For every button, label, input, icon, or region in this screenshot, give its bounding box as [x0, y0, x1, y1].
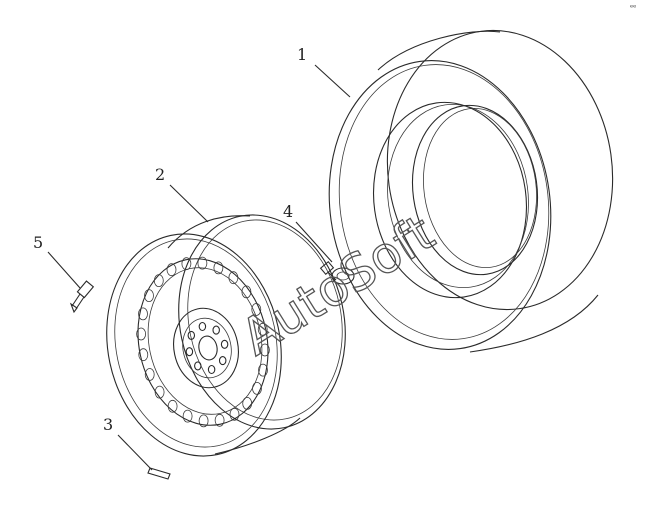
callout-5: 5 — [33, 233, 43, 252]
vent-hole — [166, 263, 177, 277]
vent-hole — [213, 261, 224, 275]
vent-hole — [258, 363, 268, 377]
vent-hole — [138, 348, 149, 362]
vent-hole — [182, 409, 193, 423]
vent-hole — [229, 407, 240, 421]
corner-mark: ᵉᵉ — [630, 3, 636, 12]
vent-hole — [228, 271, 239, 285]
callout-2: 2 — [155, 165, 165, 184]
vent-hole — [242, 396, 253, 410]
vent-hole — [241, 285, 252, 299]
wheel-bolt-part — [69, 280, 95, 314]
lug-hole — [198, 321, 207, 332]
lug-hole — [194, 361, 202, 371]
vent-hole — [153, 274, 164, 288]
lug-hole — [185, 347, 194, 357]
vent-hole — [144, 368, 155, 381]
vent-hole — [259, 343, 270, 357]
lug-hole — [212, 325, 220, 335]
leader-lines — [47, 64, 351, 471]
vent-hole — [136, 327, 147, 341]
watermark: AutoSoft — [231, 204, 444, 367]
callout-4: 4 — [283, 202, 293, 221]
lug-hole — [220, 339, 229, 349]
vent-hole — [167, 399, 178, 413]
vent-hole — [214, 413, 225, 427]
lug-hole — [187, 330, 196, 340]
balance-weight-part — [147, 467, 171, 480]
vent-hole — [181, 257, 192, 271]
vent-hole — [197, 256, 208, 270]
vent-hole — [144, 289, 154, 303]
lug-hole — [218, 356, 227, 366]
valve-stem-part — [319, 260, 355, 285]
lug-hole — [207, 364, 216, 375]
vent-hole — [251, 303, 262, 316]
wheel-rim-part — [106, 214, 346, 457]
vent-hole — [252, 381, 262, 395]
vent-hole — [154, 385, 165, 399]
vent-hole — [257, 322, 268, 336]
vent-hole — [198, 414, 209, 428]
tire-part — [328, 29, 614, 353]
callout-3: 3 — [103, 415, 113, 434]
vent-hole — [138, 307, 148, 321]
callout-1: 1 — [297, 45, 307, 64]
